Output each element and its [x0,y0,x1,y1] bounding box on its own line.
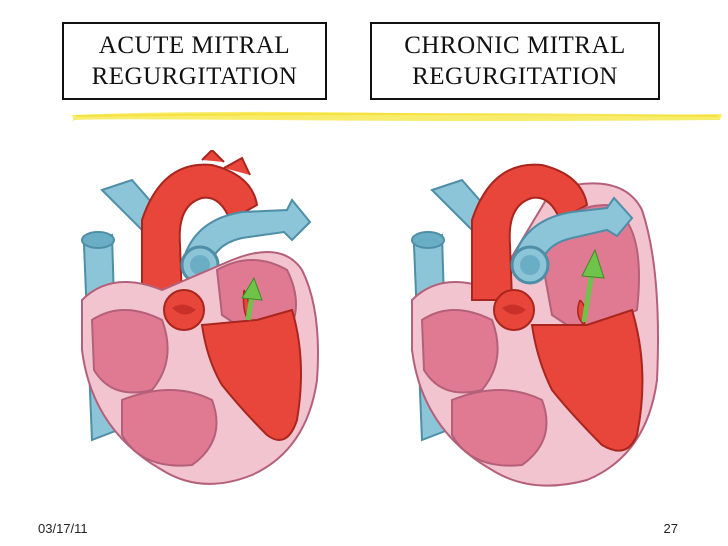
acute-title-box: ACUTE MITRAL REGURGITATION [62,22,327,100]
aorta [141,163,259,301]
acute-title-line1: ACUTE MITRAL [98,32,291,59]
regurgitation-arrow-icon [241,276,263,321]
left-ventricle [200,308,302,441]
right-atrium [90,309,169,394]
chronic-heart-illustration [411,163,659,487]
chronic-title-box: CHRONIC MITRAL REGURGITATION [370,22,660,100]
chronic-title-line2: REGURGITATION [412,63,618,90]
regurgitation-arrow-icon [581,248,605,323]
aorta [471,163,589,301]
highlighter-stroke [71,111,722,121]
acute-heart-illustration [81,150,319,485]
right-ventricle [451,389,548,467]
chronic-title-line1: CHRONIC MITRAL [404,32,626,59]
right-ventricle [121,389,218,467]
left-ventricle [530,308,644,452]
page-number: 27 [663,521,678,536]
right-atrium [420,309,499,394]
acute-title-line2: REGURGITATION [91,63,298,90]
footer-date: 03/17/11 [38,521,88,536]
